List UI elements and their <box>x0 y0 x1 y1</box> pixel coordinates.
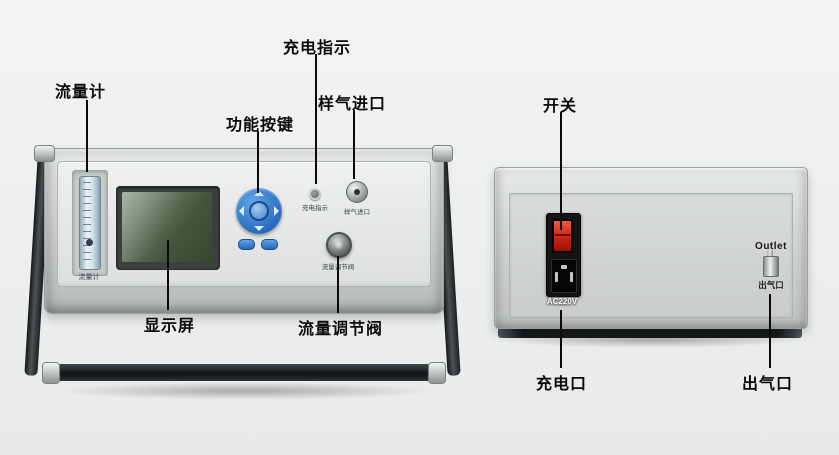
leader-flow-valve <box>337 256 339 313</box>
ac-rating-label: AC220V <box>546 297 578 306</box>
power-entry-module <box>546 213 581 297</box>
lcd-bezel <box>116 186 220 270</box>
function-button-right <box>261 239 278 250</box>
function-keypad <box>236 188 282 234</box>
enter-button <box>249 201 269 221</box>
socket-pin-left <box>555 272 558 282</box>
ac-power-socket <box>551 259 577 293</box>
callout-function-buttons: 功能按键 <box>226 117 295 134</box>
right-arrow-icon <box>274 206 279 216</box>
charging-indicator-led <box>309 188 321 200</box>
outlet-en-label: Outlet <box>755 241 787 252</box>
function-button-left <box>238 239 255 250</box>
socket-pin-right <box>570 272 573 282</box>
up-arrow-icon <box>254 191 264 196</box>
callout-charging-indicator: 充电指示 <box>283 40 352 57</box>
flow-meter-tube <box>79 176 101 270</box>
stand-pivot-cap-right <box>432 145 453 162</box>
leader-sample-gas-inlet <box>353 110 355 179</box>
socket-pin-ground <box>561 265 567 269</box>
flow-meter-panel-label: 流量计 <box>78 274 100 281</box>
leader-display-screen <box>167 240 169 310</box>
leader-flow-meter <box>86 100 88 172</box>
leader-function-buttons <box>257 131 259 193</box>
charging-indicator-panel-label: 充电指示 <box>302 205 328 212</box>
callout-charging-port: 充电口 <box>536 376 588 393</box>
gas-outlet-tip <box>767 250 773 257</box>
callout-power-switch: 开关 <box>543 98 578 115</box>
gas-outlet-connector <box>763 256 779 277</box>
leader-power-switch <box>560 112 562 230</box>
handle-end-cap-right <box>428 362 446 384</box>
stand-pivot-cap-left <box>34 145 55 162</box>
sample-gas-inlet-connector <box>346 181 368 203</box>
outlet-cn-label: 出气口 <box>758 280 784 290</box>
flow-valve-knob <box>326 232 352 258</box>
power-switch-rocker <box>552 219 573 253</box>
left-arrow-icon <box>239 206 244 216</box>
leader-charging-indicator <box>315 54 317 184</box>
down-arrow-icon <box>254 226 264 231</box>
stand-handle-bar <box>50 364 436 381</box>
leader-gas-outlet <box>769 294 771 368</box>
front-device-shadow <box>56 382 436 400</box>
handle-end-cap-left <box>42 362 60 384</box>
callout-gas-outlet: 出气口 <box>742 376 794 393</box>
callout-sample-gas-inlet: 样气进口 <box>318 96 387 113</box>
leader-charging-port <box>560 310 562 368</box>
sample-gas-inlet-panel-label: 样气进口 <box>344 209 370 216</box>
callout-flow-meter: 流量计 <box>55 84 107 101</box>
callout-display-screen: 显示屏 <box>144 318 196 335</box>
callout-flow-valve: 流量调节阀 <box>298 321 384 338</box>
